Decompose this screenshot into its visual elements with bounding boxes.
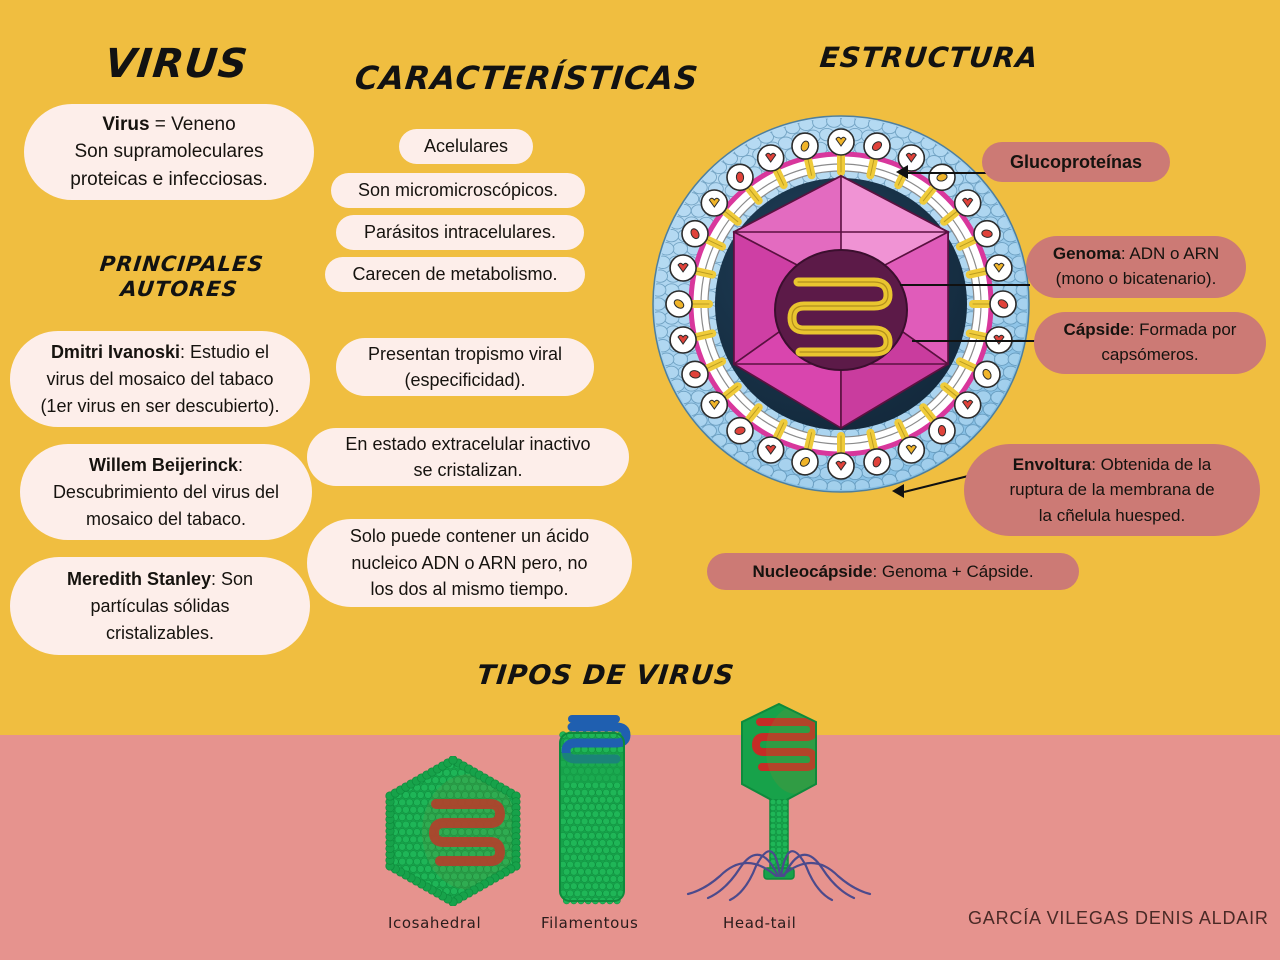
- definition-term-rest: = Veneno: [149, 113, 236, 135]
- caracteristica-text: nucleico ADN o ARN pero, no: [351, 552, 588, 573]
- definition-line-1: Virus = Veneno: [38, 111, 300, 139]
- author-name-rest: : Estudio el: [179, 341, 270, 362]
- author-name-rest: :: [237, 454, 243, 475]
- caracteristica-item: Carecen de metabolismo.: [325, 257, 585, 292]
- caracteristica-text: Son micromicroscópicos.: [357, 180, 559, 200]
- structure-label-line: Cápside: Formada por: [1042, 318, 1258, 343]
- leader-line-genoma: [900, 284, 1030, 286]
- definition-term: Virus: [102, 113, 150, 135]
- author-card-beijerinck: Willem Beijerinck: Descubrimiento del vi…: [20, 444, 312, 540]
- author-name: Dmitri Ivanoski: [50, 341, 180, 362]
- bottom-pink-band: [0, 735, 1280, 960]
- structure-label-bold: Nucleocápside: [752, 561, 873, 581]
- caracteristica-item: Son micromicroscópicos.: [331, 173, 585, 208]
- structure-label-bold: Genoma: [1052, 244, 1121, 264]
- section-title-estructura: ESTRUCTURA: [818, 41, 1041, 74]
- definition-line-3: proteicas e infecciosas.: [70, 168, 268, 190]
- caracteristica-text: (especificidad).: [404, 370, 526, 390]
- section-title-tipos-de-virus: TIPOS DE VIRUS: [475, 660, 737, 691]
- structure-label-line: Genoma: ADN o ARN: [1034, 242, 1238, 267]
- caracteristica-item: En estado extracelular inactivo se crist…: [307, 428, 629, 486]
- author-line-1: Meredith Stanley: Son: [24, 566, 296, 593]
- caracteristica-item: Presentan tropismo viral (especificidad)…: [336, 338, 594, 396]
- arrowhead-envoltura-icon: [892, 484, 904, 498]
- author-line-3: cristalizables.: [105, 622, 215, 643]
- arrowhead-glucoproteinas-icon: [896, 165, 908, 179]
- caracteristica-item: Solo puede contener un ácido nucleico AD…: [307, 519, 632, 607]
- section-title-principales-autores: PRINCIPALES AUTORES: [98, 252, 265, 301]
- caracteristica-text: los dos al mismo tiempo.: [370, 579, 569, 600]
- structure-label-rest: : Obtenida de la: [1091, 454, 1212, 474]
- leader-line-capside: [912, 340, 1038, 342]
- structure-label-line: Glucoproteínas: [982, 152, 1170, 173]
- structure-label-bold: Envoltura: [1012, 454, 1092, 474]
- author-line-1: Dmitri Ivanoski: Estudio el: [18, 339, 302, 366]
- author-card-stanley: Meredith Stanley: Son partículas sólidas…: [10, 557, 310, 655]
- author-line-2: Descubrimiento del virus del: [52, 481, 280, 502]
- caracteristica-text: Carecen de metabolismo.: [352, 264, 558, 284]
- structure-label-line: capsómeros.: [1101, 345, 1199, 364]
- author-line-1: Willem Beijerinck:: [30, 452, 302, 479]
- caracteristica-text: se cristalizan.: [413, 460, 523, 480]
- definition-line-2: Son supramoleculares: [74, 141, 264, 163]
- caracteristica-text: Parásitos intracelulares.: [363, 222, 557, 242]
- structure-label-capside: Cápside: Formada por capsómeros.: [1034, 312, 1266, 374]
- glycoprotein-spikes: [665, 128, 1017, 480]
- structure-label-envoltura: Envoltura: Obtenida de la ruptura de la …: [964, 444, 1260, 536]
- structure-label-nucleocapside: Nucleocápside: Genoma + Cápside.: [707, 553, 1079, 590]
- author-line-2: virus del mosaico del tabaco: [46, 368, 274, 389]
- virus-type-icosahedral-figure: [385, 756, 521, 906]
- structure-label-line: la cñelula huesped.: [1038, 505, 1186, 525]
- page-title-virus: VIRUS: [102, 41, 251, 87]
- virus-type-filamentous-figure: [559, 715, 631, 905]
- virus-type-head-tail-figure: [686, 702, 872, 902]
- author-name-rest: : Son: [211, 568, 254, 589]
- section-title-caracteristicas: CARACTERÍSTICAS: [353, 59, 701, 97]
- author-line-3: mosaico del tabaco.: [85, 508, 247, 529]
- virus-structure-diagram: [652, 115, 1030, 493]
- structure-label-bold: Glucoproteínas: [1009, 151, 1143, 172]
- author-name: Meredith Stanley: [66, 568, 211, 589]
- structure-label-rest: : ADN o ARN: [1120, 244, 1220, 264]
- author-name: Willem Beijerinck: [89, 454, 238, 475]
- structure-label-bold: Cápside: [1063, 320, 1130, 340]
- structure-label-line: Envoltura: Obtenida de la: [974, 452, 1250, 478]
- caracteristica-item: Acelulares: [399, 129, 533, 164]
- author-signature: GARCÍA VILEGAS DENIS ALDAIR: [968, 908, 1269, 928]
- structure-label-rest: : Formada por: [1129, 320, 1237, 340]
- author-card-ivanoski: Dmitri Ivanoski: Estudio el virus del mo…: [10, 331, 310, 427]
- leader-line-glucoproteinas: [906, 172, 986, 174]
- caracteristica-text: Presentan tropismo viral: [367, 343, 563, 364]
- caracteristica-text: Acelulares: [423, 136, 509, 156]
- structure-label-glucoproteinas: Glucoproteínas: [982, 142, 1170, 182]
- structure-label-rest: : Genoma + Cápside.: [872, 561, 1034, 581]
- caracteristica-text: Solo puede contener un ácido: [349, 526, 590, 547]
- virus-type-label-filamentous: Filamentous: [541, 914, 639, 932]
- caracteristica-item: Parásitos intracelulares.: [336, 215, 584, 250]
- author-line-2: partículas sólidas: [90, 595, 230, 616]
- structure-label-line: (mono o bicatenario).: [1055, 269, 1217, 288]
- definition-card: Virus = Veneno Son supramoleculares prot…: [24, 104, 314, 200]
- structure-label-genoma: Genoma: ADN o ARN (mono o bicatenario).: [1026, 236, 1246, 298]
- virus-type-label-head-tail: Head-tail: [723, 914, 797, 932]
- structure-label-line: Nucleocápside: Genoma + Cápside.: [707, 562, 1079, 582]
- genome-nucleic-acid: [774, 249, 908, 371]
- structure-label-line: ruptura de la membrana de: [1009, 480, 1215, 500]
- author-line-3: (1er virus en ser descubierto).: [40, 395, 280, 416]
- virus-type-label-icosahedral: Icosahedral: [388, 914, 482, 932]
- caracteristica-text: En estado extracelular inactivo: [345, 433, 591, 454]
